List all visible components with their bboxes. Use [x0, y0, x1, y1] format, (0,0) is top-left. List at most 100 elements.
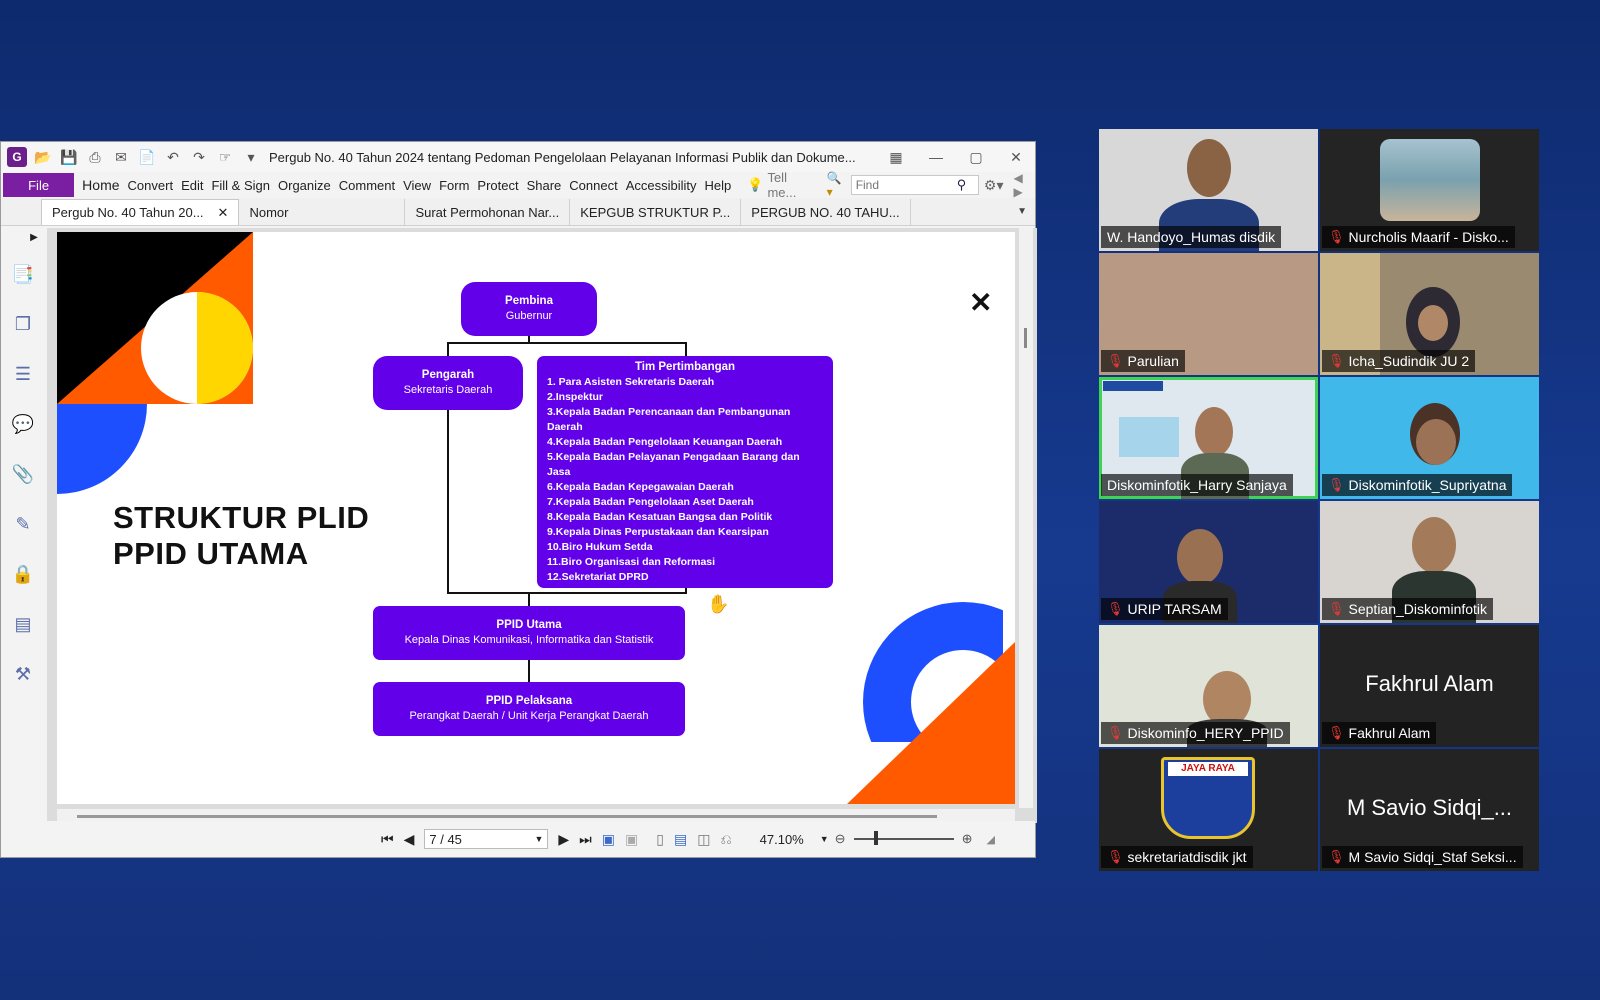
- bookmark-icon[interactable]: 📑: [11, 263, 35, 284]
- participant-tile[interactable]: W. Handoyo_Humas disdik: [1099, 129, 1318, 251]
- split-view-icon[interactable]: ⎌: [720, 830, 732, 847]
- microphone-muted-icon: 🎙: [1328, 849, 1345, 864]
- layers-icon[interactable]: ☰: [14, 363, 32, 384]
- next-page-icon[interactable]: ▶: [558, 830, 570, 847]
- zoom-in-icon[interactable]: ⊕: [961, 831, 973, 846]
- pembina-sub: Gubernur: [505, 310, 553, 322]
- search-icon[interactable]: ⚲: [956, 177, 967, 192]
- participant-tile[interactable]: 🎙 Septian_Diskominfotik: [1320, 501, 1539, 623]
- menu-help[interactable]: Help: [704, 177, 732, 193]
- document-viewer[interactable]: STRUKTUR PLID PPID UTAMA Pembina Gubernu…: [47, 228, 1037, 823]
- fields-icon[interactable]: ▤: [14, 613, 32, 634]
- undo-icon[interactable]: ↶: [167, 148, 179, 165]
- tim-item: 5.Kepala Badan Pelayanan Pengadaan Baran…: [547, 451, 800, 478]
- menu-protect[interactable]: Protect: [477, 177, 519, 193]
- decoration-blue-quarter: [57, 404, 147, 494]
- zoom-out-icon[interactable]: ⊖: [834, 831, 846, 846]
- save-icon[interactable]: 💾: [60, 148, 78, 165]
- menu-accessibility[interactable]: Accessibility: [625, 177, 697, 193]
- participant-tile[interactable]: JAYA RAYA 🎙 sekretariatdisdik jkt: [1099, 749, 1318, 871]
- zoom-slider[interactable]: [853, 831, 954, 845]
- horizontal-scrollbar[interactable]: [57, 809, 1015, 823]
- tab-pergub-40[interactable]: Pergub No. 40 Tahun 20... ✕: [41, 199, 240, 225]
- single-page-icon[interactable]: ▯: [656, 830, 664, 847]
- comments-icon[interactable]: 💬: [11, 413, 35, 434]
- lock-icon[interactable]: 🔒: [11, 563, 35, 584]
- page-number-field[interactable]: 7 / 45 ▼: [424, 829, 549, 849]
- tab-nomor[interactable]: Nomor: [239, 199, 406, 225]
- tab-surat-permohonan[interactable]: Surat Permohonan Nar...: [405, 199, 571, 225]
- participant-tile[interactable]: 🎙 Diskominfo_HERY_PPID: [1099, 625, 1318, 747]
- participant-tile[interactable]: 🎙 Diskominfotik_Supriyatna: [1320, 377, 1539, 499]
- menu-edit[interactable]: Edit: [181, 177, 204, 193]
- ppid-utama-title: PPID Utama: [496, 619, 562, 631]
- close-window-button[interactable]: ✕: [1010, 148, 1022, 165]
- zoom-dropdown-icon[interactable]: ▼: [819, 834, 829, 844]
- participant-tile[interactable]: 🎙 Parulian: [1099, 253, 1318, 375]
- tab-label: PERGUB NO. 40 TAHU...: [751, 204, 900, 220]
- scroll-thumb[interactable]: [77, 815, 937, 818]
- menu-convert[interactable]: Convert: [127, 177, 174, 193]
- ribbon-scroll-arrows-icon[interactable]: ◀ ▶: [1013, 171, 1023, 199]
- name-label: W. Handoyo_Humas disdik: [1107, 229, 1276, 245]
- redo-icon[interactable]: ↷: [193, 148, 205, 165]
- vertical-scrollbar[interactable]: [1019, 228, 1033, 808]
- attachment-icon[interactable]: 📎: [11, 463, 35, 484]
- participant-tile[interactable]: 🎙 Icha_Sudindik JU 2: [1320, 253, 1539, 375]
- zoom-level[interactable]: 47.10%: [759, 831, 804, 847]
- name-label: M Savio Sidqi_Staf Seksi...: [1348, 849, 1517, 865]
- minimize-button[interactable]: —: [929, 148, 943, 165]
- signature-icon[interactable]: ✎: [15, 513, 31, 534]
- tab-list-dropdown-icon[interactable]: ▼: [1017, 206, 1027, 217]
- participant-avatar: [1380, 139, 1480, 221]
- file-menu-button[interactable]: File: [3, 173, 75, 197]
- find-options-icon[interactable]: 🔍▾: [826, 171, 842, 199]
- open-folder-icon[interactable]: 📂: [34, 148, 52, 165]
- name-label: Diskominfo_HERY_PPID: [1127, 725, 1284, 741]
- settings-gear-icon[interactable]: ⚙▾: [983, 176, 1004, 193]
- menu-home[interactable]: Home: [82, 177, 120, 193]
- resize-grip-icon[interactable]: ◢: [986, 833, 995, 846]
- menu-share[interactable]: Share: [526, 177, 562, 193]
- new-document-icon[interactable]: 📄: [138, 148, 156, 165]
- email-icon[interactable]: ✉: [115, 148, 127, 165]
- last-page-icon[interactable]: ⏭: [579, 830, 592, 847]
- pages-icon[interactable]: ❐: [14, 313, 32, 334]
- name-label: Fakhrul Alam: [1348, 725, 1431, 741]
- zoom-slider-thumb[interactable]: [873, 831, 878, 845]
- customize-dropdown-icon[interactable]: ▾: [247, 148, 255, 165]
- menu-comment[interactable]: Comment: [338, 177, 396, 193]
- tab-kepgub-struktur[interactable]: KEPGUB STRUKTUR P...: [570, 199, 742, 225]
- menu-organize[interactable]: Organize: [278, 177, 331, 193]
- decoration-half-circle: [141, 292, 253, 404]
- tools-icon[interactable]: ⚒: [14, 663, 32, 684]
- expand-panel-icon[interactable]: ▶: [30, 232, 38, 243]
- connector-line: [447, 342, 687, 344]
- print-icon[interactable]: ⎙: [89, 148, 101, 165]
- fit-page-icon[interactable]: ▣: [601, 830, 616, 847]
- tell-me-search[interactable]: 💡 Tell me...: [747, 170, 818, 200]
- close-tab-icon[interactable]: ✕: [217, 204, 229, 220]
- find-input[interactable]: [850, 175, 979, 195]
- connector-line: [528, 592, 530, 606]
- tab-pergub-no-40[interactable]: PERGUB NO. 40 TAHU...: [741, 199, 911, 225]
- first-page-icon[interactable]: ⏮: [381, 830, 394, 847]
- menu-form[interactable]: Form: [439, 177, 470, 193]
- facing-page-icon[interactable]: ◫: [697, 830, 711, 847]
- menu-fill-sign[interactable]: Fill & Sign: [211, 177, 270, 193]
- participant-tile[interactable]: 🎙 URIP TARSAM: [1099, 501, 1318, 623]
- participant-tile-active-speaker[interactable]: Diskominfotik_Harry Sanjaya: [1099, 377, 1318, 499]
- participant-tile[interactable]: Fakhrul Alam 🎙 Fakhrul Alam: [1320, 625, 1539, 747]
- restore-button[interactable]: ▢: [969, 148, 983, 165]
- continuous-page-icon[interactable]: ▤: [673, 830, 688, 847]
- fit-width-icon[interactable]: ▣: [625, 830, 639, 847]
- scroll-thumb[interactable]: [1024, 328, 1027, 348]
- close-icon[interactable]: ✕: [969, 287, 993, 318]
- menu-connect[interactable]: Connect: [569, 177, 618, 193]
- participant-tile[interactable]: 🎙 Nurcholis Maarif - Disko...: [1320, 129, 1539, 251]
- participant-tile[interactable]: M Savio Sidqi_... 🎙 M Savio Sidqi_Staf S…: [1320, 749, 1539, 871]
- prev-page-icon[interactable]: ◀: [403, 830, 415, 847]
- layout-grid-icon[interactable]: ▦: [889, 148, 903, 165]
- menu-view[interactable]: View: [403, 177, 432, 193]
- hand-tool-icon[interactable]: ☞: [218, 148, 232, 165]
